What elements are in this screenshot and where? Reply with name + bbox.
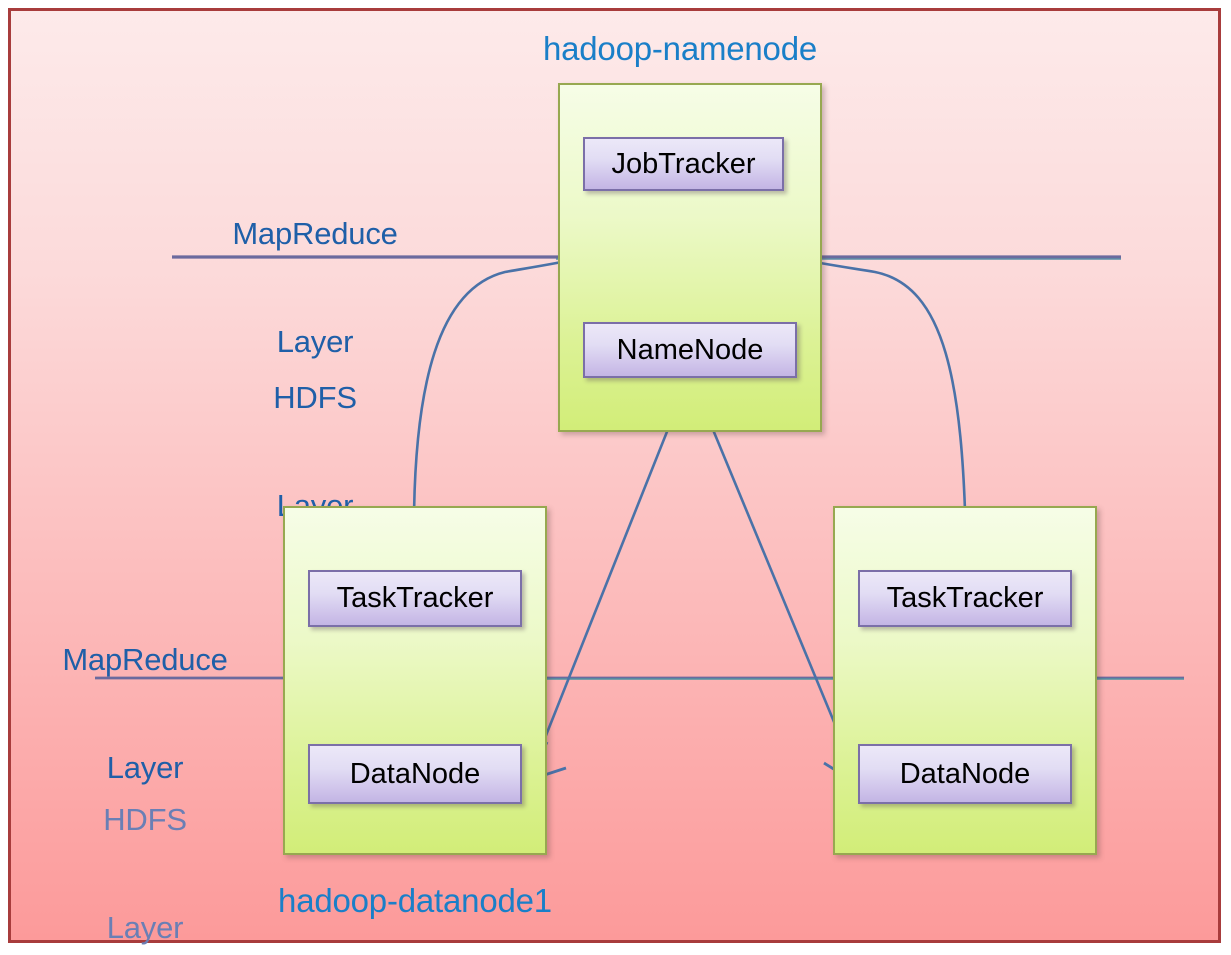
daemon-tasktracker-right-label: TaskTracker [886,582,1044,614]
daemon-datanode-right-label: DataNode [899,757,1031,790]
layer-label-master-hdfs-line1: HDFS [273,379,357,415]
daemon-tasktracker-left-label: TaskTracker [336,582,494,614]
layer-label-worker-hdfs: HDFS Layer [5,730,285,955]
layer-label-worker-hdfs-line2: Layer [106,909,184,945]
layer-label-master-mapreduce-line1: MapReduce [232,215,398,251]
daemon-datanode-left[interactable]: DataNode [308,744,522,804]
layer-label-worker-mapreduce: MapReduce Layer [5,570,285,858]
layer-label-worker-mapreduce-line1: MapReduce [62,641,228,677]
daemon-jobtracker[interactable]: JobTracker [583,137,784,191]
layer-label-worker-mapreduce-line2: Layer [106,749,184,785]
host-title-namenode: hadoop-namenode [542,30,818,67]
layer-label-master-mapreduce-line2: Layer [276,323,354,359]
daemon-jobtracker-label: JobTracker [611,147,756,180]
daemon-namenode[interactable]: NameNode [583,322,797,378]
node-box-master[interactable] [558,83,822,432]
host-title-datanode1: hadoop-datanode1 [278,882,552,919]
daemon-datanode-right[interactable]: DataNode [858,744,1072,804]
daemon-datanode-left-label: DataNode [349,757,481,790]
layer-label-worker-hdfs-line1: HDFS [103,801,187,837]
daemon-tasktracker-left[interactable]: TaskTracker [308,570,522,627]
layer-label-master-mapreduce: MapReduce Layer [175,144,455,432]
daemon-tasktracker-right[interactable]: TaskTracker [858,570,1072,627]
daemon-namenode-label: NameNode [616,333,764,366]
